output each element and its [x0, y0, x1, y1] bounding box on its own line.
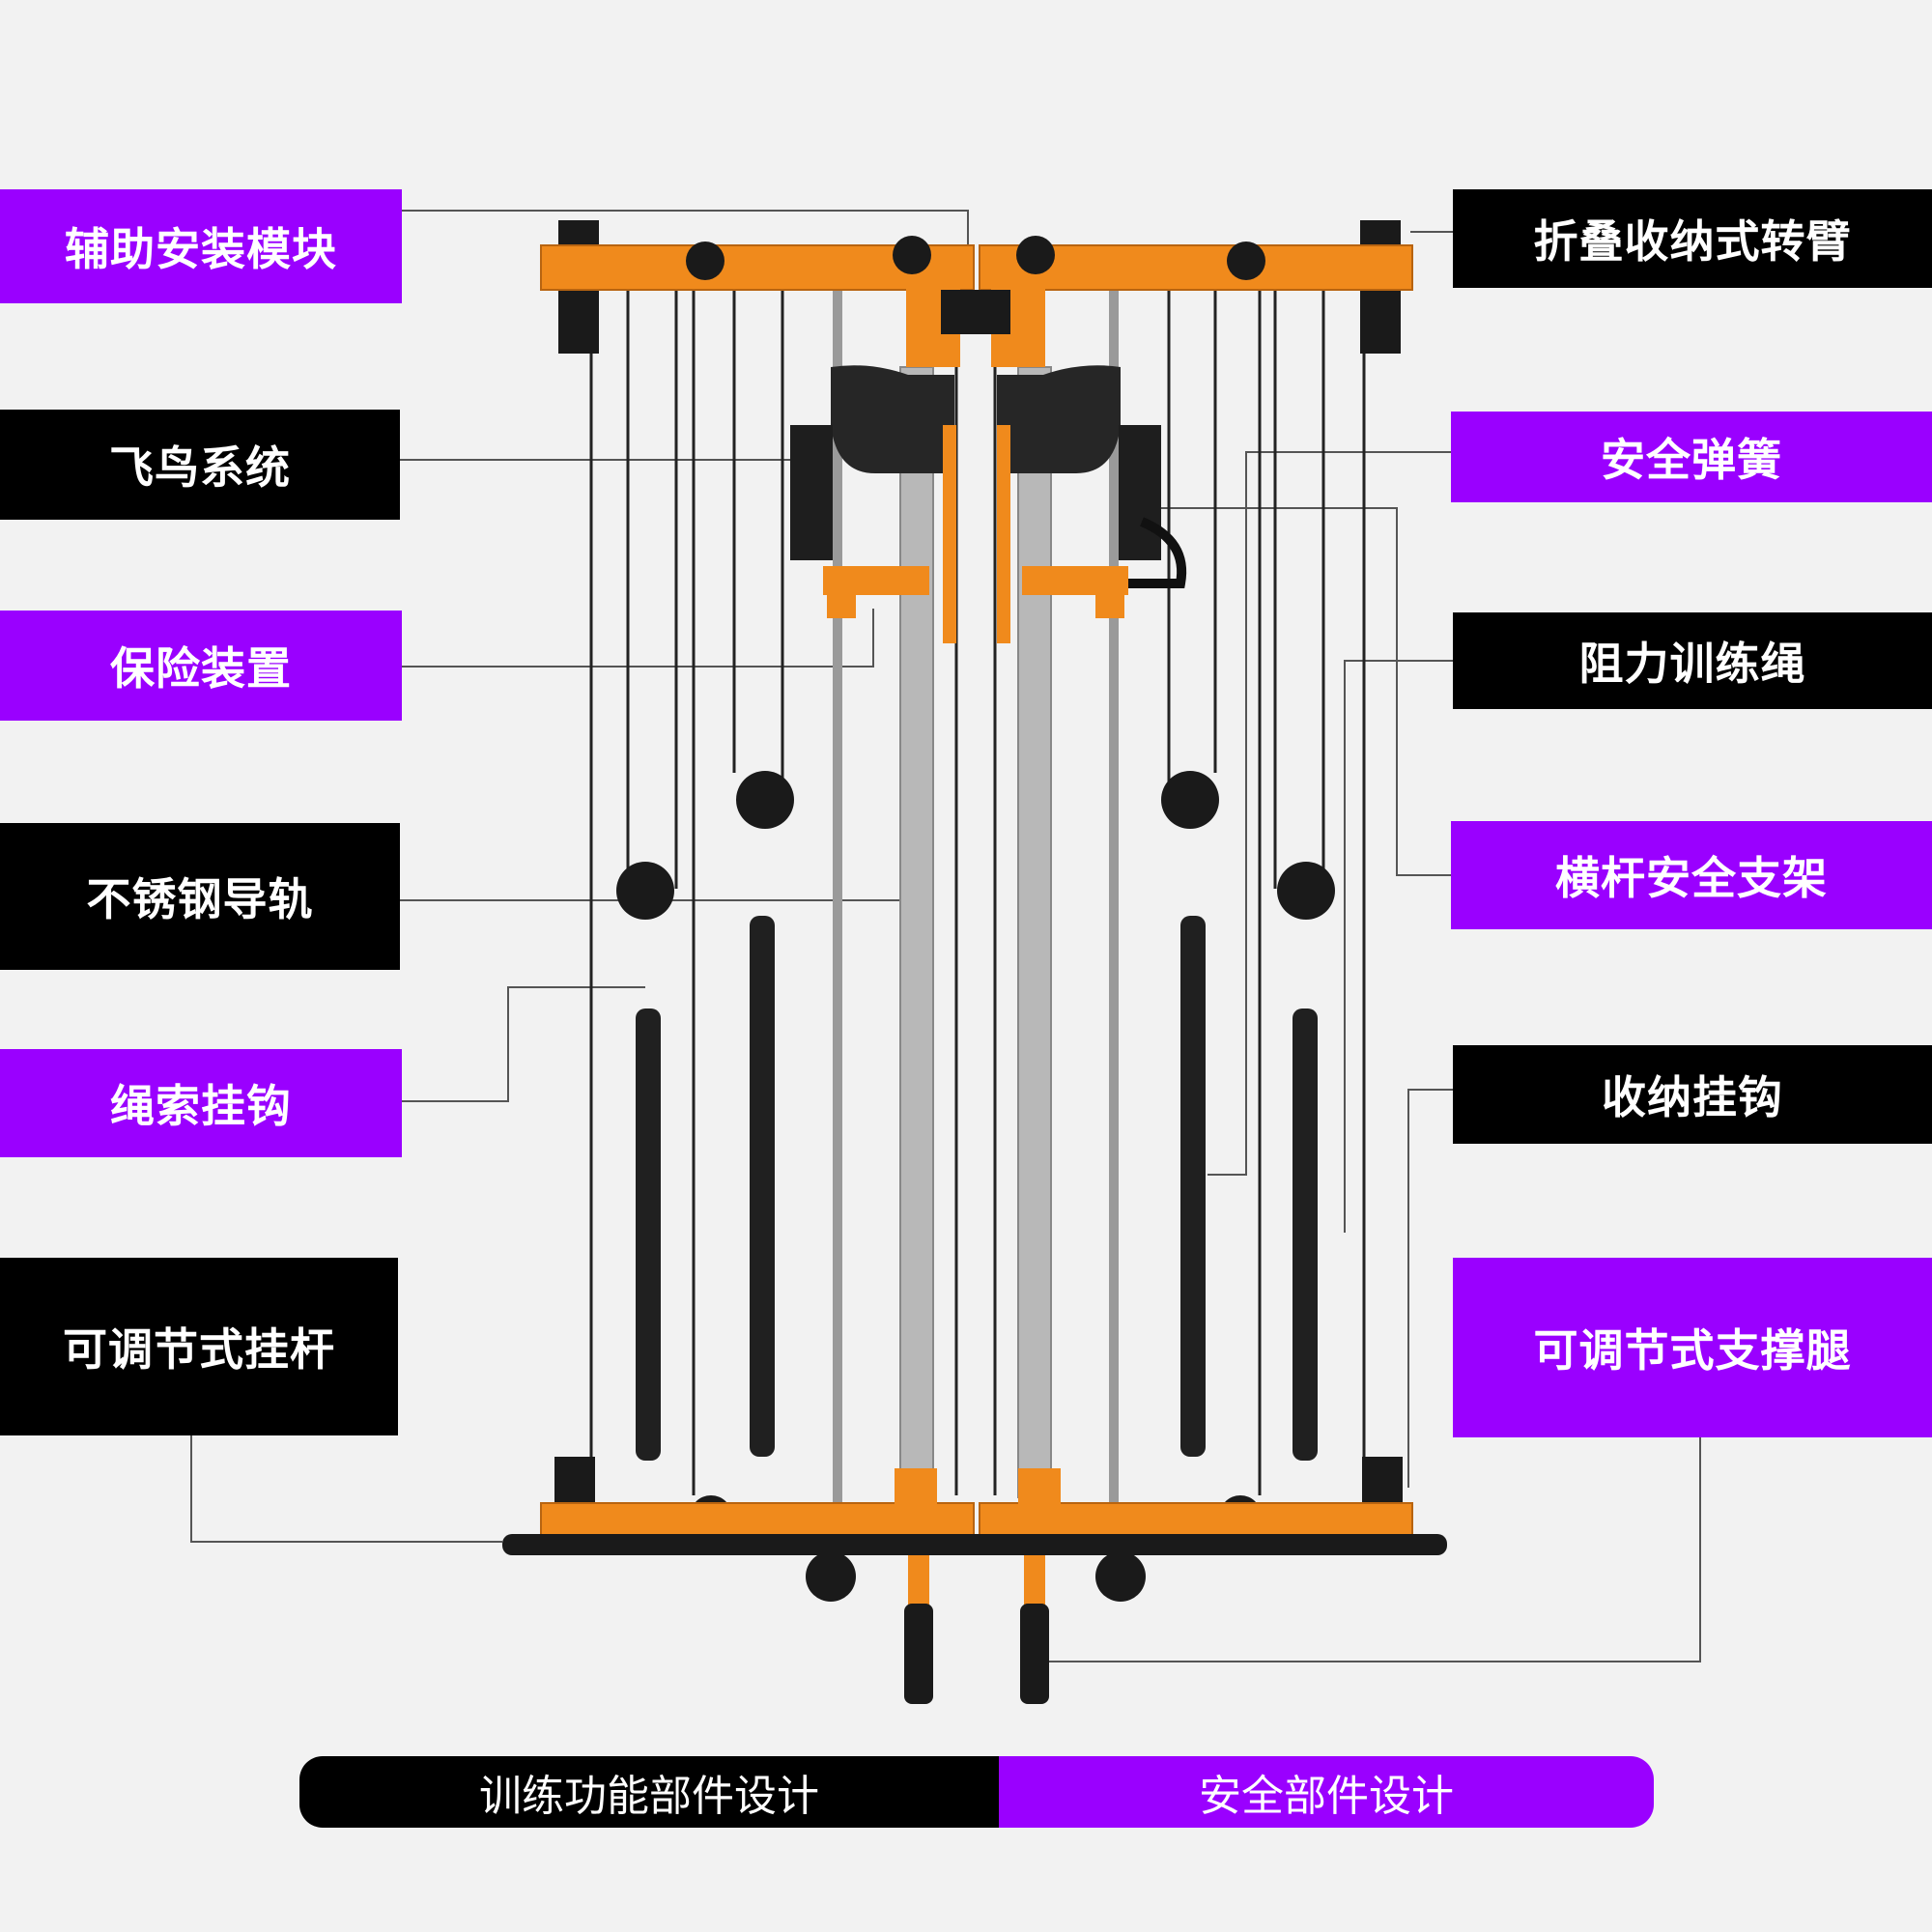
- label-cable-hook: 绳索挂钩: [0, 1049, 402, 1157]
- leader-cable-hook: [402, 986, 645, 1102]
- leader-resistance-rope: [1344, 660, 1453, 1233]
- leader-support-leg: [1032, 1437, 1701, 1662]
- legend-bar: 训练功能部件设计 安全部件设计: [299, 1756, 1654, 1828]
- label-aux-mount: 辅助安装模块: [0, 189, 402, 303]
- label-bar-safety-rack: 横杆安全支架: [1451, 821, 1932, 929]
- label-steel-rail: 不锈钢导轨: [0, 823, 400, 970]
- safety-spring-left: [943, 425, 956, 643]
- bottom-bar-left: [540, 1502, 975, 1539]
- leader-aux-mount: [402, 210, 969, 249]
- label-safety-spring: 安全弹簧: [1451, 412, 1932, 502]
- top-frame: [540, 220, 1413, 367]
- resistance-ropes: [636, 916, 1318, 1461]
- leader-safety-spring: [1208, 451, 1451, 1176]
- label-resistance-rope: 阻力训练绳: [1453, 612, 1932, 709]
- stainless-rails: [833, 286, 1119, 1513]
- label-adjustable-bar: 可调节式挂杆: [0, 1258, 398, 1435]
- rail-right: [1017, 366, 1052, 1498]
- support-leg-right: [1020, 1604, 1049, 1704]
- safety-catches: [823, 566, 1128, 618]
- leader-storage-hook: [1407, 1089, 1453, 1488]
- hang-bar: [502, 1534, 1447, 1555]
- rail-left: [899, 366, 934, 1498]
- support-legs: [904, 1555, 1049, 1704]
- safety-spring-right: [997, 425, 1010, 643]
- legend-safety: 安全部件设计: [999, 1756, 1654, 1828]
- label-support-leg: 可调节式支撑腿: [1453, 1258, 1932, 1437]
- rod-right: [1109, 286, 1119, 1513]
- leader-adjustable-bar: [190, 1434, 502, 1543]
- label-storage-hook: 收纳挂钩: [1453, 1045, 1932, 1144]
- rod-left: [833, 286, 842, 1513]
- support-leg-left: [904, 1604, 933, 1704]
- label-fly-system: 飞鸟系统: [0, 410, 400, 520]
- label-folding-arm: 折叠收纳式转臂: [1453, 189, 1932, 288]
- label-safety-device: 保险装置: [0, 611, 402, 721]
- cables: [589, 290, 1366, 1495]
- legend-training: 训练功能部件设计: [299, 1756, 999, 1828]
- bottom-bar-right: [979, 1502, 1413, 1539]
- top-logo-plate: [941, 290, 1010, 334]
- pulleys: [616, 771, 1335, 1602]
- fly-arms: [790, 365, 1187, 643]
- bottom-frame: [502, 1457, 1447, 1555]
- leader-safety-device: [402, 609, 874, 668]
